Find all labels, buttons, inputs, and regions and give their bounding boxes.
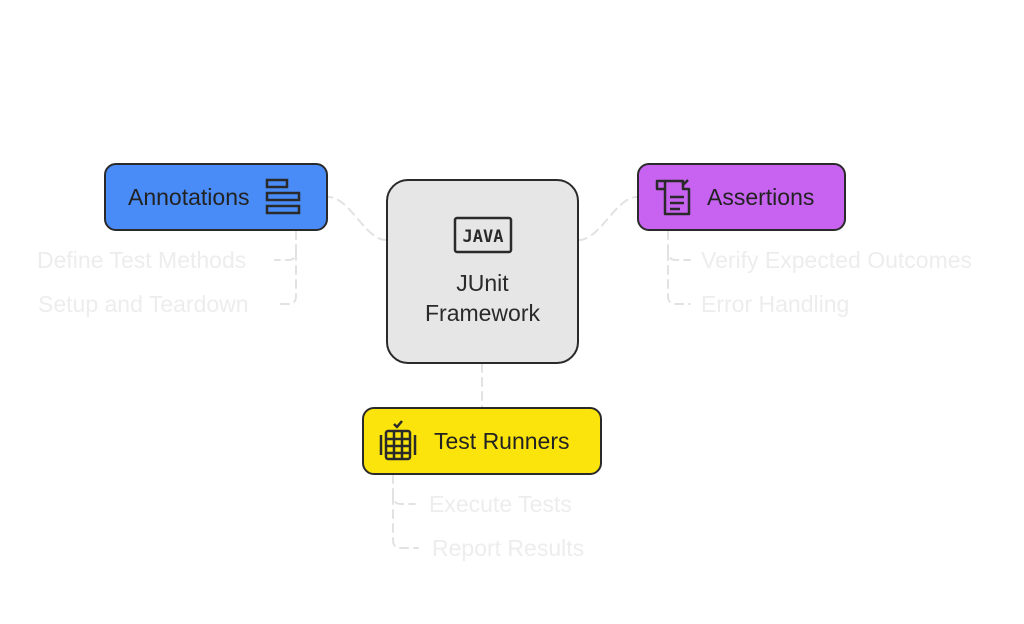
assertions-node: Assertions [637,163,846,231]
test-runner-icon [379,420,417,461]
center-title: JUnit Framework [425,268,540,328]
test-runners-node: Test Runners [362,407,602,475]
test-runners-label: Test Runners [434,427,570,454]
center-title-line1: JUnit [456,269,509,296]
test-runners-item-1: Execute Tests [429,491,572,517]
annotations-item-1: Define Test Methods [37,247,247,273]
assertions-label: Assertions [707,183,815,210]
test-runners-item-2: Report Results [432,535,585,561]
java-icon: JAVA [453,216,512,253]
assertions-item-1: Verify Expected Outcomes [701,247,973,273]
checklist-document-icon [655,179,691,216]
annotations-node: Annotations [104,163,328,231]
annotations-label: Annotations [128,183,250,210]
center-title-line2: Framework [424,299,540,326]
annotations-item-2: Setup and Teardown [38,291,249,317]
list-bars-icon [266,178,301,215]
junit-framework-node: JAVA JUnit Framework [386,179,579,364]
assertions-item-2: Error Handling [701,291,850,317]
svg-text:JAVA: JAVA [462,227,503,247]
